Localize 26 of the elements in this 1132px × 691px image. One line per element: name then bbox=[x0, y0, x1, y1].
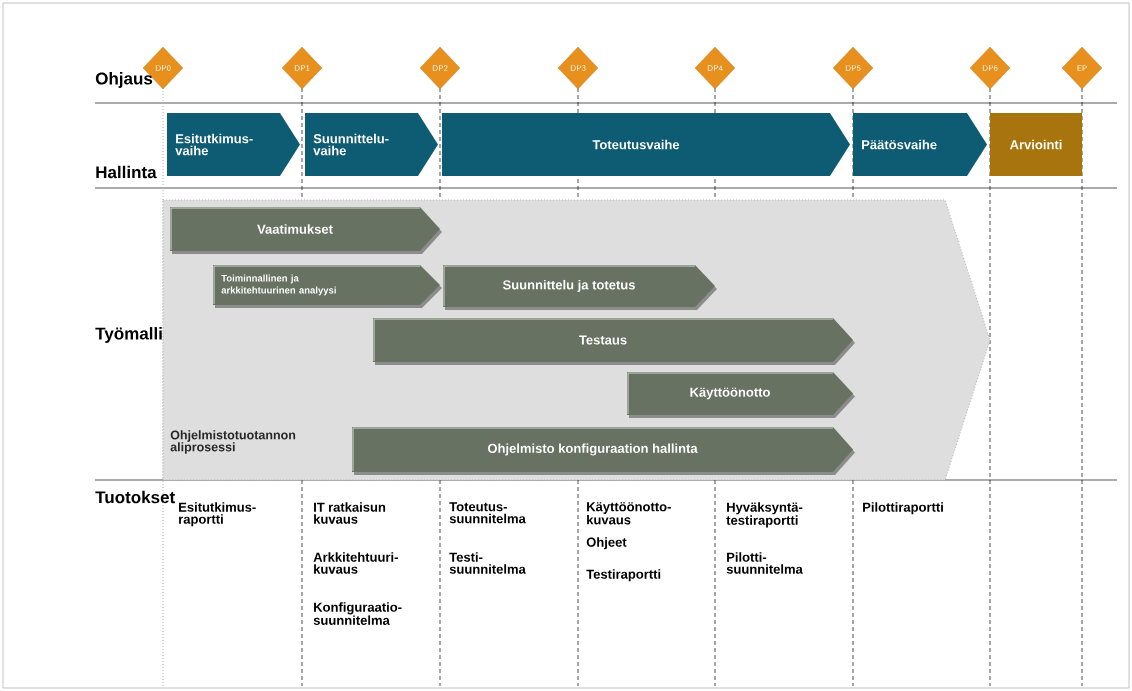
task-bar: Vaatimukset bbox=[170, 207, 442, 254]
deliverable: Ohjeet bbox=[586, 537, 627, 550]
row-title: Tuotokset bbox=[95, 490, 175, 504]
deliverable: Pilotti- suunnitelma bbox=[726, 552, 803, 574]
deliverable: Esitutkimus- raportti bbox=[179, 502, 256, 527]
task-bar: Testaus bbox=[373, 318, 855, 365]
phase-box: Arviointi bbox=[990, 113, 1082, 176]
deliverable: Käyttöönotto- kuvaus bbox=[587, 502, 671, 525]
deliverable: IT ratkaisun kuvaus bbox=[314, 502, 386, 524]
deliverable: Testiraportti bbox=[586, 569, 661, 582]
deliverable: Arkkitehtuuri- kuvaus bbox=[313, 552, 398, 574]
task-bar: Toiminnallinen ja arkkitehtuurinen analyysi bbox=[213, 265, 442, 308]
deliverable: Hyväksyntä- testiraportti bbox=[726, 502, 803, 528]
task-bar: Suunnittelu ja totetus bbox=[443, 265, 717, 310]
deliverable: Pilottiraportti bbox=[863, 502, 943, 515]
deliverable: Testi- suunnitelma bbox=[449, 552, 526, 574]
phase-bar: Esitutkimus- vaihe bbox=[167, 113, 300, 176]
row-title: Työmalli bbox=[95, 327, 162, 343]
phase-bar: Suunnittelu- vaihe bbox=[305, 113, 438, 176]
deliverable: Toteutus- suunnitelma bbox=[449, 502, 526, 524]
task-bar: Käyttöönotto bbox=[627, 372, 855, 418]
row-title: Hallinta bbox=[96, 165, 157, 179]
task-bar: Ohjelmisto konfiguraation hallinta bbox=[352, 427, 855, 475]
deliverable: Konfiguraatio- suunnitelma bbox=[313, 602, 402, 625]
phase-bar: Toteutusvaihe bbox=[442, 113, 850, 176]
phase-bar: Päätösvaihe bbox=[853, 113, 987, 176]
